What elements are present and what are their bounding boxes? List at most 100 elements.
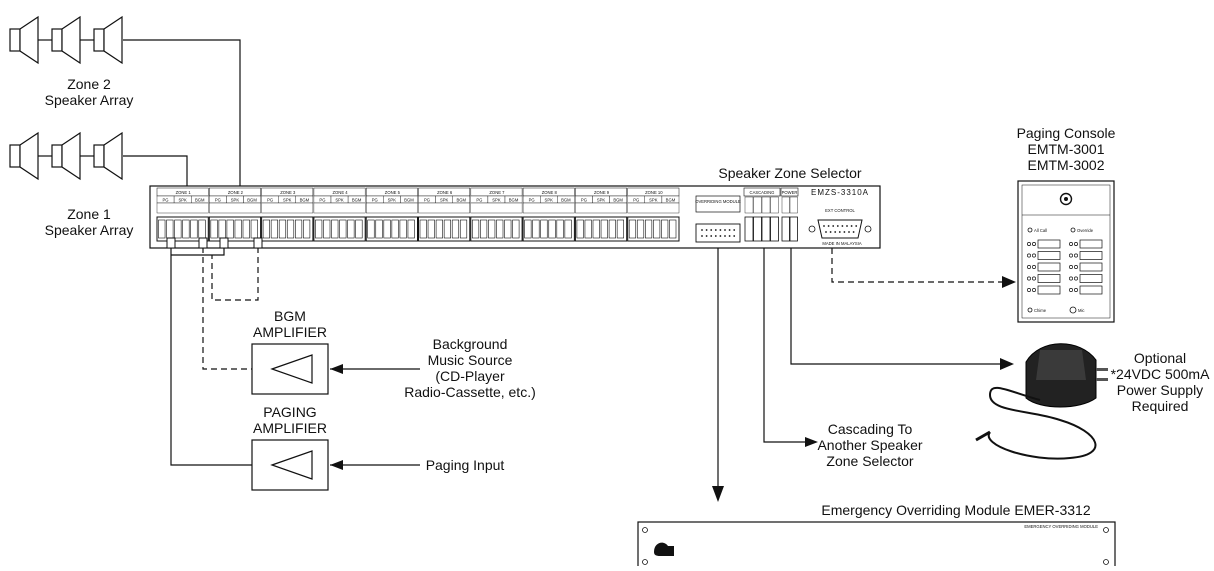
terminal-screw xyxy=(584,219,592,239)
terminal-screw xyxy=(653,219,661,239)
terminal-screw xyxy=(278,219,287,239)
bgm-amp-label-line2: AMPLIFIER xyxy=(253,324,327,340)
terminal-screw xyxy=(303,219,311,239)
zone1-speaker-array xyxy=(9,131,123,181)
terminal-screw xyxy=(367,219,375,239)
cascade-sub xyxy=(761,196,771,214)
terminal-screw xyxy=(347,219,355,239)
db-pin xyxy=(827,225,830,227)
cascading-arrow xyxy=(805,437,818,447)
bgm-amp-label-line1: BGM xyxy=(274,308,306,324)
power-screw xyxy=(781,216,790,242)
zone-sub-header: SPK xyxy=(178,198,187,203)
zone1-label-line2: Speaker Array xyxy=(45,222,134,238)
terminal-screw xyxy=(407,219,415,239)
pin xyxy=(710,229,713,231)
terminal-screw xyxy=(234,219,242,239)
zone-wire-taps xyxy=(166,237,263,249)
terminal-screw xyxy=(375,219,383,239)
amplifier-triangle-icon xyxy=(270,354,313,384)
terminal-screw xyxy=(210,219,218,239)
db-pin xyxy=(829,231,832,233)
pin xyxy=(719,229,722,231)
zone-header: ZONE 3 xyxy=(280,190,296,195)
cascade-label-line1: Cascading To xyxy=(828,421,913,437)
terminal-screw xyxy=(182,219,190,239)
zone2-speaker-array xyxy=(9,15,123,65)
bgm-source-arrow xyxy=(330,364,343,374)
pin xyxy=(728,235,731,237)
terminal-screw xyxy=(661,219,669,239)
overriding-label-box xyxy=(695,195,741,213)
speaker-icon xyxy=(9,15,52,65)
solid-wires xyxy=(170,247,1000,488)
emergency-title: Emergency Overriding Module EMER-3312 xyxy=(821,502,1090,518)
zone-sub-header: SPK xyxy=(545,198,554,203)
paging-amp-label-line2: AMPLIFIER xyxy=(253,420,327,436)
bgm-source-line3: (CD-Player xyxy=(435,368,505,384)
power-label-line1: Optional xyxy=(1134,350,1186,366)
zone-sub-header: BGM xyxy=(352,198,362,203)
speaker-icon xyxy=(9,131,52,181)
terminal-screw xyxy=(443,219,451,239)
console-title-line1: Paging Console xyxy=(1017,125,1116,141)
bgm-amplifier xyxy=(251,343,329,395)
zone-header: ZONE 1 xyxy=(176,190,192,195)
key-switch-icon xyxy=(654,542,674,556)
terminal-screw xyxy=(190,219,198,239)
terminal-screw xyxy=(636,219,645,239)
terminal-screw xyxy=(451,219,460,239)
speaker-wires xyxy=(123,39,241,186)
speaker-icon xyxy=(93,131,123,181)
zone-sub-header: SPK xyxy=(388,198,397,203)
power-label-line4: Required xyxy=(1132,398,1189,414)
zone-sub-header: BGM xyxy=(195,198,205,203)
zone-header: ZONE 5 xyxy=(385,190,401,195)
terminal-screw xyxy=(286,219,295,239)
pin xyxy=(705,229,708,231)
console-zone-button xyxy=(1069,262,1103,272)
speaker-icon xyxy=(51,15,94,65)
pin xyxy=(724,229,726,231)
pin xyxy=(724,235,726,237)
terminal-screw xyxy=(669,219,677,239)
bgm-source-line4: Radio-Cassette, etc.) xyxy=(404,384,536,400)
zone-sub-header: PG xyxy=(319,198,325,203)
zone-sub-header: SPK xyxy=(335,198,344,203)
zone-header: ZONE 8 xyxy=(542,190,558,195)
emergency-overriding-module: EMERGENCY OVERRIDING MODULE xyxy=(637,521,1116,571)
power-adapter-icon xyxy=(975,343,1108,460)
pin xyxy=(733,235,736,237)
console-zone-button xyxy=(1027,262,1061,272)
console-mic-label: Mic xyxy=(1078,308,1085,313)
terminal-screw xyxy=(242,219,250,239)
speaker-icon xyxy=(51,131,94,181)
console-zone-buttons xyxy=(1027,239,1103,295)
power-sub xyxy=(781,196,790,214)
paging-input-label: Paging Input xyxy=(426,457,505,473)
terminal-screw xyxy=(524,219,532,239)
cascade-label-line3: Zone Selector xyxy=(826,453,913,469)
zone-sub-header: SPK xyxy=(440,198,449,203)
tap-zone2-pg xyxy=(219,237,229,249)
bgm-bus-wire xyxy=(211,247,259,301)
amplifier-triangle-icon xyxy=(270,450,313,480)
console-zone-button xyxy=(1069,251,1103,260)
pin xyxy=(705,235,708,237)
zone-sub-header: BGM xyxy=(300,198,310,203)
terminal-screw xyxy=(294,219,303,239)
pin xyxy=(733,229,736,231)
tap-zone2-bgm xyxy=(253,237,263,249)
terminal-screw xyxy=(644,219,653,239)
cascade-screw xyxy=(744,216,754,242)
zone-sub-header: PG xyxy=(529,198,535,203)
power-sub xyxy=(789,196,798,214)
terminal-screw xyxy=(174,219,182,239)
db-pin xyxy=(852,231,855,233)
cascading-label: CASCADING xyxy=(750,190,775,195)
